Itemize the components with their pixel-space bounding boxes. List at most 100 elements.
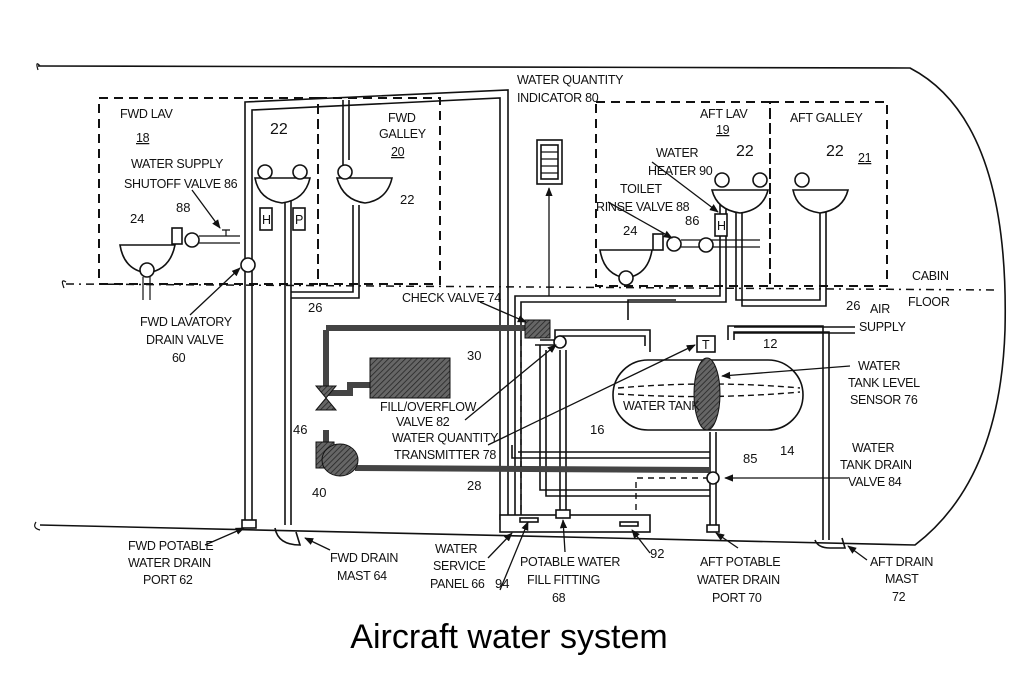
fwd-lav-drain-valve-line2: DRAIN VALVE	[146, 333, 224, 347]
valve-46	[314, 385, 338, 411]
fwd-lav-sink: H P	[254, 164, 312, 231]
tank14-ref: 14	[780, 443, 794, 458]
water-quantity-indicator	[536, 139, 563, 296]
fwd-lav-name: FWD LAV	[120, 107, 173, 121]
aft-galley-name: AFT GALLEY	[790, 111, 863, 125]
fwd-lav-drain-valve-line3: 60	[172, 351, 186, 365]
service-panel-line1: WATER	[435, 542, 478, 556]
water-tank: T	[612, 335, 804, 485]
pipe85-ref: 85	[743, 451, 757, 466]
cabin-label: CABIN	[912, 269, 949, 283]
fill-fitting-line3: 68	[552, 591, 566, 605]
waste-piping	[323, 325, 711, 473]
water-heater-line2: HEATER 90	[648, 164, 713, 178]
box30-ref: 30	[467, 348, 481, 363]
fwd-galley-ref: 20	[391, 145, 405, 159]
fwd-potable-drain-port	[241, 519, 257, 529]
fill-overflow-line2: VALVE 82	[396, 415, 450, 429]
fwd-lav-toilet	[119, 227, 256, 300]
aft-drain-mast-line1: AFT DRAIN	[870, 555, 933, 569]
fwd-lav-ref: 18	[136, 131, 150, 145]
aft-drain-mast-line3: 72	[892, 590, 906, 604]
aft-drain-port-line3: PORT 70	[712, 591, 762, 605]
water-supply-shutoff-line2: SHUTOFF VALVE 86	[124, 177, 238, 191]
fill-overflow-valve	[553, 335, 567, 349]
pipe26-aft-ref: 26	[846, 298, 860, 313]
fwd-galley-line1: FWD	[388, 111, 416, 125]
aft-galley-area	[769, 101, 888, 287]
service-panel-line2: SERVICE	[433, 559, 486, 573]
level-sensor-line1: WATER	[858, 359, 901, 373]
aft-drain-mast	[814, 537, 847, 549]
aft-lav-toilet: H	[599, 213, 760, 286]
aft-galley-sink-ref: 22	[826, 143, 844, 160]
fwd-galley-area	[317, 97, 441, 285]
fwd-galley-sink-ref: 22	[400, 192, 414, 207]
pipe16-ref: 16	[590, 422, 604, 437]
aft-lav-name: AFT LAV	[700, 107, 748, 121]
wqi-line2: INDICATOR 80	[517, 91, 599, 105]
fwd-galley-sink	[335, 164, 394, 204]
fwd-drain-mast-line2: MAST 64	[337, 569, 387, 583]
aft-toilet-ref: 24	[623, 223, 637, 238]
level-sensor-line3: SENSOR 76	[850, 393, 918, 407]
water-service-panel	[499, 509, 651, 533]
transmitter-letter: T	[702, 338, 710, 352]
leader-arrows	[189, 161, 868, 591]
aft-heater-letter: H	[717, 219, 726, 233]
check-valve	[524, 319, 551, 339]
aft-lav-area	[595, 101, 771, 287]
diagram-title: Aircraft water system	[350, 618, 667, 656]
aft-valve86-ref: 86	[685, 213, 699, 228]
fwd-drain-mast-line1: FWD DRAIN	[330, 551, 398, 565]
aft-drain-mast-line2: MAST	[885, 572, 919, 586]
aft-galley-ref: 21	[858, 151, 872, 165]
pump-letter: P	[295, 213, 303, 227]
tank12-ref: 12	[763, 336, 777, 351]
fwd-lav-drain-valve-line1: FWD LAVATORY	[140, 315, 233, 329]
cabin-floor-line	[65, 283, 999, 291]
water-tank-label: WATER TANK	[623, 399, 700, 413]
toilet-rinse-line2: RINSE VALVE 88	[596, 200, 690, 214]
water-supply-shutoff-line1: WATER SUPPLY	[131, 157, 224, 171]
fill-fitting-line2: FILL FITTING	[527, 573, 600, 587]
control-line-2	[635, 477, 708, 510]
toilet-rinse-line1: TOILET	[620, 182, 662, 196]
heater-letter: H	[262, 213, 271, 227]
panel94-ref: 94	[495, 576, 509, 591]
check-valve-label: CHECK VALVE 74	[402, 291, 501, 305]
aft-drain-port-line1: AFT POTABLE	[700, 555, 780, 569]
tank-drain-line3: VALVE 84	[848, 475, 902, 489]
floor-label: FLOOR	[908, 295, 950, 309]
fwd-drain-port-line1: FWD POTABLE	[128, 539, 213, 553]
aft-potable-drain-port	[706, 524, 720, 533]
water-tank-level-sensor	[693, 357, 721, 431]
aft-galley-sink	[792, 172, 850, 214]
wqt-line2: TRANSMITTER 78	[394, 448, 496, 462]
aft-lav-ref: 19	[716, 123, 730, 137]
fill-overflow-line1: FILL/OVERFLOW	[380, 400, 477, 414]
service-panel-line3: PANEL 66	[430, 577, 485, 591]
air-supply-line1: AIR	[870, 302, 890, 316]
aft-lav-sink-ref: 22	[736, 143, 754, 160]
wqt-line1: WATER QUANTITY	[392, 431, 499, 445]
tank-drain-line1: WATER	[852, 441, 895, 455]
pump40-ref: 40	[312, 485, 326, 500]
fwd-galley-line2: GALLEY	[379, 127, 427, 141]
fwd-drain-port-line2: WATER DRAIN	[128, 556, 211, 570]
water-tank-drain-valve	[706, 471, 720, 485]
pump-40	[315, 441, 359, 477]
waste-box-30	[369, 357, 451, 399]
fwd-lav-area	[98, 97, 319, 285]
valve46-ref: 46	[293, 422, 307, 437]
panel92-ref: 92	[650, 546, 664, 561]
aft-lav-sink	[710, 172, 770, 214]
level-sensor-line2: TANK LEVEL	[848, 376, 920, 390]
water-heater-line1: WATER	[656, 146, 699, 160]
fwd-drain-port-line3: PORT 62	[143, 573, 193, 587]
wqi-line1: WATER QUANTITY	[517, 73, 624, 87]
pipe26-fwd-ref: 26	[308, 300, 322, 315]
fuselage-outline	[34, 63, 1007, 546]
fill-fitting-line1: POTABLE WATER	[520, 555, 620, 569]
